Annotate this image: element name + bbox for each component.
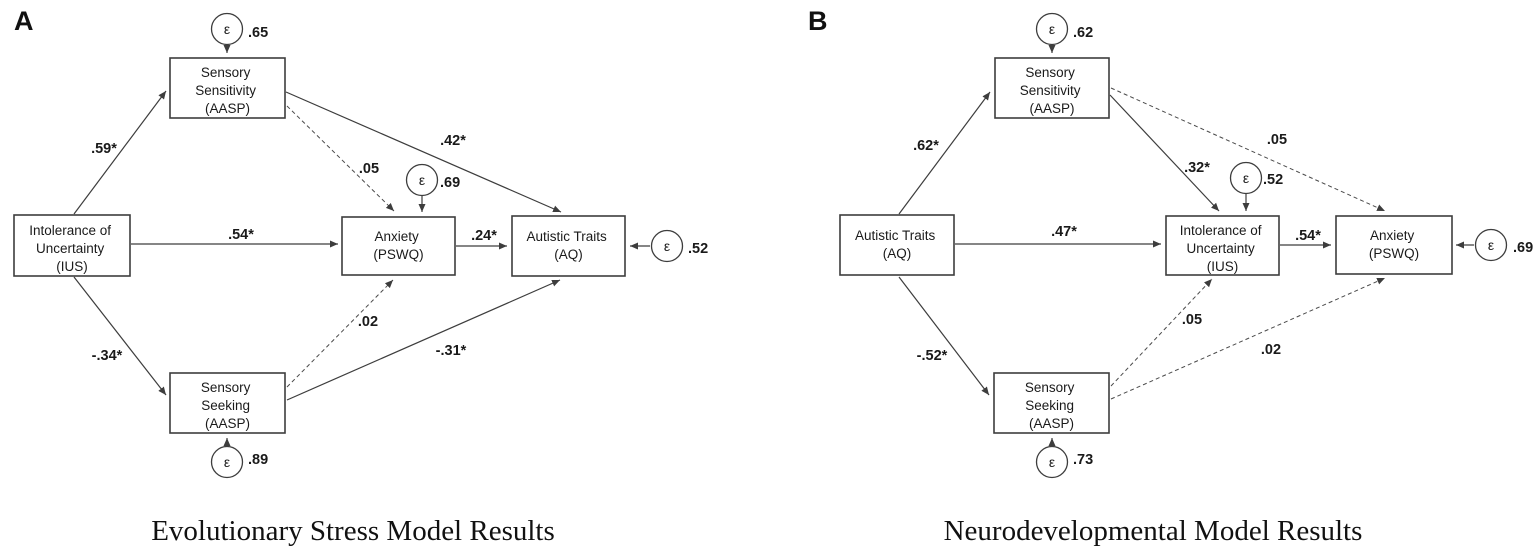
- panel-a-tag: A: [14, 6, 34, 36]
- panel-b: B ε ε ε ε .62 .52 .69 .73 .62* .47* -.52…: [808, 6, 1533, 547]
- error-value-anxiety-b: .69: [1513, 240, 1533, 256]
- node-sensory-sensitivity-a: Sensory Sensitivity (AASP): [169, 57, 286, 119]
- arrow-seeking-to-ius-dashed: [1110, 278, 1213, 387]
- coef-sensitivity-to-anxiety: .05: [359, 161, 379, 177]
- epsilon-seeking-a: ε: [224, 454, 230, 470]
- svg-text:Intolerance of Uncerta: Intolerance of Uncertainty (IUS): [1180, 223, 1266, 274]
- epsilon-anxiety-a: ε: [419, 172, 425, 188]
- svg-text:Autistic Traits (AQ): Autistic Traits (AQ): [526, 229, 610, 262]
- svg-text:Sensory Seeking: Sensory Seeking (AASP): [1025, 380, 1078, 431]
- coef-ius-to-sensitivity: .59*: [91, 141, 117, 157]
- error-value-anxiety-a: .69: [440, 175, 460, 191]
- coef-anxiety-to-autistic: .24*: [471, 228, 497, 244]
- node-sensory-sensitivity-b: Sensory Sensitivity (AASP): [994, 57, 1110, 119]
- arrow-sensitivity-to-autistic: [285, 91, 562, 213]
- error-value-seeking-a: .89: [248, 452, 268, 468]
- arrow-seeking-to-autistic: [286, 279, 561, 401]
- arrow-sensitivity-to-ius: [1109, 94, 1220, 212]
- coef-seeking-to-anxiety: .02: [358, 314, 378, 330]
- coef-seeking-to-autistic: -.31*: [436, 343, 467, 359]
- arrow-autistic-to-sensitivity: [898, 91, 991, 215]
- arrow-ius-to-sensitivity: [73, 90, 167, 215]
- svg-text:Anxiety (PSWQ): Anxiety (PSWQ): [373, 229, 423, 262]
- coef-ius-to-anxiety-b: .54*: [1295, 228, 1321, 244]
- coef-sensitivity-to-anxiety-b: .05: [1267, 132, 1287, 148]
- svg-text:Sensory Seeking: Sensory Seeking (AASP): [201, 380, 254, 431]
- epsilon-sensitivity-b: ε: [1049, 21, 1055, 37]
- coef-autistic-to-seeking: -.52*: [917, 348, 948, 364]
- epsilon-autistic-a: ε: [664, 238, 670, 254]
- error-value-sensitivity-a: .65: [248, 25, 268, 41]
- epsilon-sensitivity-a: ε: [224, 21, 230, 37]
- coef-autistic-to-ius: .47*: [1051, 224, 1077, 240]
- arrow-seeking-to-anxiety-dashed: [286, 279, 394, 388]
- svg-text:Anxiety (PSWQ): Anxiety (PSWQ): [1369, 228, 1419, 261]
- coef-seeking-to-anxiety-b: .02: [1261, 342, 1281, 358]
- coef-ius-to-seeking: -.34*: [92, 348, 123, 364]
- arrow-seeking-to-anxiety-b-dashed: [1110, 277, 1386, 400]
- epsilon-anxiety-b: ε: [1488, 237, 1494, 253]
- node-intolerance-of-uncertainty-a: Intolerance of Uncertainty (IUS): [13, 214, 131, 277]
- error-value-seeking-b: .73: [1073, 452, 1093, 468]
- svg-text:Sensory Sensitivity: Sensory Sensitivity (AASP): [1020, 65, 1085, 116]
- error-circle-seeking-a: [210, 445, 244, 479]
- arrow-sensitivity-to-anxiety-dashed: [286, 105, 395, 212]
- node-sensory-seeking-b: Sensory Seeking (AASP): [993, 372, 1110, 434]
- error-value-sensitivity-b: .62: [1073, 25, 1093, 41]
- error-circle-sensitivity-b: [1035, 12, 1069, 46]
- error-circle-anxiety-b: [1474, 228, 1508, 262]
- error-circle-sensitivity-a: [210, 12, 244, 46]
- epsilon-seeking-b: ε: [1049, 454, 1055, 470]
- arrow-sensitivity-to-anxiety-b-dashed: [1110, 87, 1386, 212]
- coef-ius-to-anxiety: .54*: [228, 227, 254, 243]
- node-intolerance-of-uncertainty-b: Intolerance of Uncertainty (IUS): [1165, 215, 1280, 276]
- coef-sensitivity-to-ius: .32*: [1184, 160, 1210, 176]
- error-circle-autistic-a: [650, 229, 684, 263]
- panel-a-caption: Evolutionary Stress Model Results: [151, 515, 555, 547]
- coef-seeking-to-ius: .05: [1182, 312, 1202, 328]
- panel-b-caption: Neurodevelopmental Model Results: [944, 515, 1363, 547]
- coef-sensitivity-to-autistic: .42*: [440, 133, 466, 149]
- error-circle-anxiety-a: [405, 163, 439, 197]
- epsilon-ius-b: ε: [1243, 170, 1249, 186]
- svg-text:Autistic Traits (AQ): Autistic Traits (AQ): [855, 228, 939, 261]
- node-autistic-traits-b: Autistic Traits (AQ): [839, 214, 955, 276]
- error-value-autistic-a: .52: [688, 241, 708, 257]
- panel-a: A ε ε ε ε .65 .69 .52 .89 .59* .54* -.34…: [13, 6, 708, 547]
- panel-b-tag: B: [808, 6, 828, 36]
- node-autistic-traits-a: Autistic Traits (AQ): [511, 215, 626, 277]
- svg-text:Intolerance of Uncerta: Intolerance of Uncertainty (IUS): [29, 223, 115, 274]
- node-anxiety-b: Anxiety (PSWQ): [1335, 215, 1453, 275]
- arrow-ius-to-seeking: [73, 276, 167, 396]
- error-value-ius-b: .52: [1263, 172, 1283, 188]
- error-circle-ius-b: [1229, 161, 1263, 195]
- error-circle-seeking-b: [1035, 445, 1069, 479]
- node-anxiety-a: Anxiety (PSWQ): [341, 216, 456, 276]
- coef-autistic-to-sensitivity: .62*: [913, 138, 939, 154]
- node-sensory-seeking-a: Sensory Seeking (AASP): [169, 372, 286, 434]
- arrow-autistic-to-seeking: [898, 276, 990, 396]
- svg-text:Sensory Sensitivity: Sensory Sensitivity (AASP): [195, 65, 260, 116]
